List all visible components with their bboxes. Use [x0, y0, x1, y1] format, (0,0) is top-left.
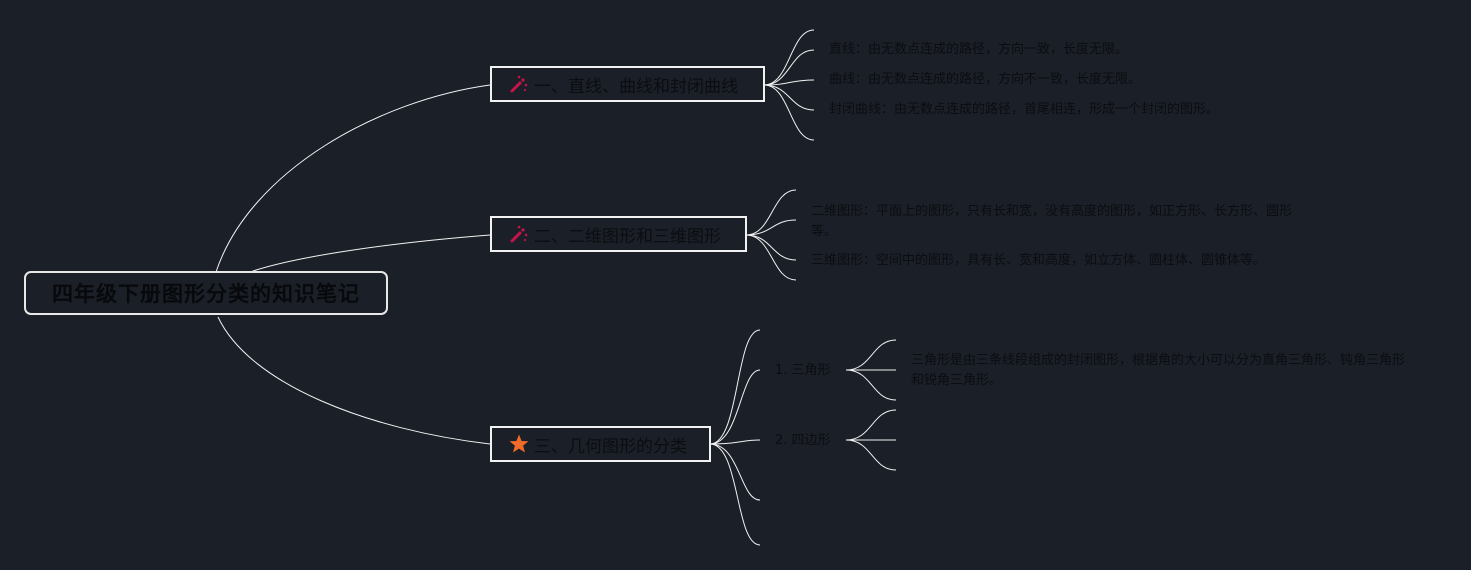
magic-wand-icon [508, 223, 530, 245]
note-closed-curve[interactable]: 封闭曲线：由无数点连成的路径，首尾相连，形成一个封闭的图形。 [829, 102, 1220, 117]
connector-topic-1-b [763, 49, 815, 86]
star-icon [508, 433, 530, 455]
connector-topic-2-d [745, 234, 797, 281]
connector-topic-3-e [709, 443, 761, 546]
connector-topic-2-a [745, 189, 797, 236]
connector-topic-2-b [745, 219, 797, 236]
connector-sub-2-c [845, 439, 897, 471]
connector-root-topic-3 [217, 316, 491, 445]
note-3d-shapes[interactable]: 三维图形：空间中的图形，具有长、宽和高度，如立方体、圆柱体、圆锥体等。 [811, 253, 1267, 268]
topic-node-2[interactable]: 二、二维图形和三维图形 [490, 216, 747, 252]
note-curve[interactable]: 曲线：由无数点连成的路径，方向不一致，长度无限。 [829, 72, 1142, 87]
connector-root-topic-2 [249, 234, 491, 273]
note-triangle[interactable]: 三角形是由三条线段组成的封闭图形，根据角的大小可以分为直角三角形、钝角三角形和锐… [911, 353, 1406, 388]
connector-topic-1-e [763, 84, 815, 141]
note-straight-line[interactable]: 直线：由无数点连成的路径，方向一致，长度无限。 [829, 42, 1129, 57]
connector-topic-3-b [709, 369, 761, 445]
connector-topic-1-d [763, 84, 815, 111]
connector-topic-3-a [709, 329, 761, 445]
subtopic-quadrilateral[interactable]: 2. 四边形 [775, 433, 831, 448]
subtopic-triangle[interactable]: 1. 三角形 [775, 363, 831, 378]
connector-root-topic-1 [215, 84, 491, 273]
connector-sub-2-a [845, 409, 897, 441]
root-node[interactable]: 四年级下册图形分类的知识笔记 [24, 271, 388, 315]
topic-node-3[interactable]: 三、几何图形的分类 [490, 426, 711, 462]
connector-sub-1-a [845, 339, 897, 371]
root-title: 四年级下册图形分类的知识笔记 [52, 282, 360, 306]
connector-sub-1-c [845, 369, 897, 401]
topic-1-label: 一、直线、曲线和封闭曲线 [534, 76, 738, 97]
connector-topic-3-d [709, 443, 761, 501]
connector-topic-1-c [763, 79, 815, 86]
connector-topic-1-a [763, 29, 815, 86]
magic-wand-icon [508, 73, 530, 95]
topic-3-label: 三、几何图形的分类 [534, 436, 687, 457]
topic-node-1[interactable]: 一、直线、曲线和封闭曲线 [490, 66, 765, 102]
topic-2-label: 二、二维图形和三维图形 [534, 226, 721, 247]
connector-topic-3-c [709, 439, 761, 445]
note-2d-shapes[interactable]: 二维图形：平面上的图形，只有长和宽，没有高度的图形，如正方形、长方形、圆形等。 [811, 204, 1293, 239]
